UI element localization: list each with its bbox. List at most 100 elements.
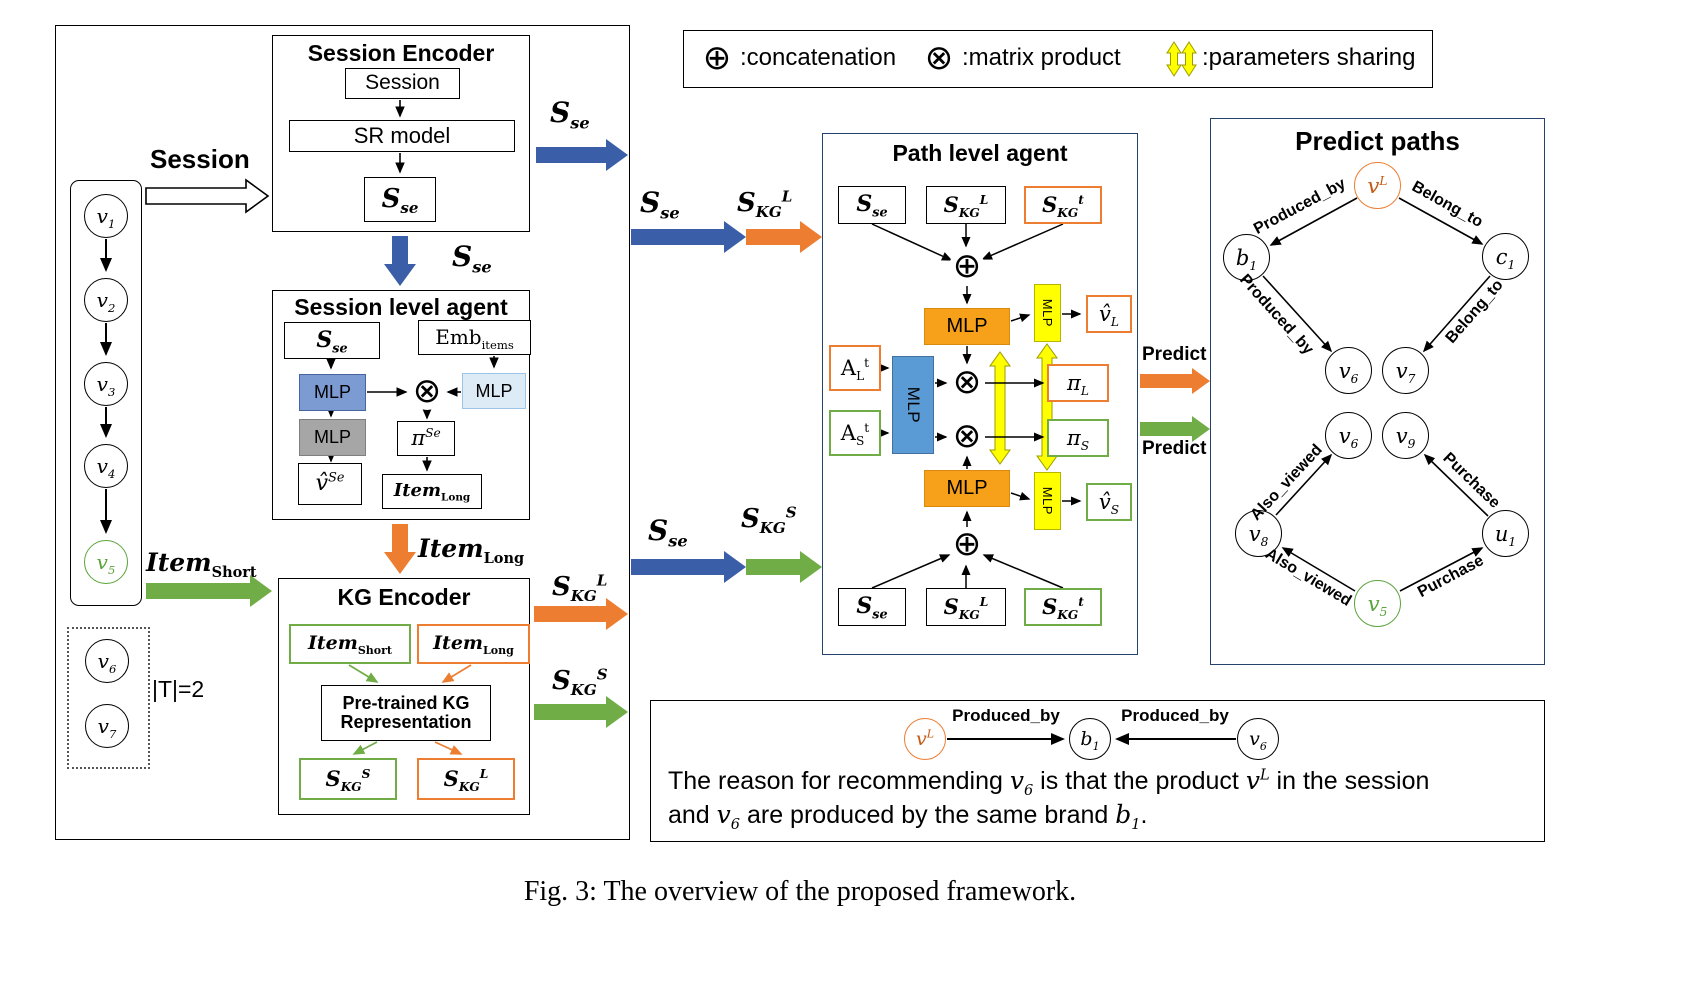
mlp-label: MLP	[946, 477, 988, 499]
mlp-label: MLP	[475, 380, 513, 401]
s-kg-t-label: SKGt	[1042, 593, 1084, 623]
edge-vl-b1	[1269, 197, 1358, 246]
pa-mlp-blue-vertical: MLP	[892, 356, 934, 454]
expl-b1-label: b1	[1080, 728, 1100, 753]
explanation-text-line2: and v6 are produced by the same brand b1…	[668, 800, 1148, 833]
pa-mlp-yellow-top: MLP	[1034, 284, 1061, 342]
item-long-down-arrow	[384, 524, 416, 574]
s-se-label: Sse	[856, 191, 888, 221]
flow-skgs-label-1: SKGS	[741, 503, 797, 538]
sa-matmul-op: ⊗	[409, 374, 445, 410]
pa-mlp-orange-bottom: MLP	[924, 470, 1010, 507]
v6-inline: v6	[1009, 766, 1034, 799]
pa-sse-bot-to-concat	[871, 554, 951, 589]
mlp-label: MLP	[313, 382, 351, 403]
pa-skgt-bot-to-concat	[982, 554, 1064, 589]
s-se-label: Sse	[856, 593, 888, 623]
s-kg-l-label: SKGL	[943, 593, 989, 623]
kg-skgl-box: SKGL	[417, 758, 515, 800]
edge-v5-u1	[1399, 547, 1484, 592]
kg-pretrained-to-skgl	[434, 741, 463, 755]
pa-mlp-orange-top: MLP	[924, 308, 1010, 345]
node-v7-label: v7	[97, 714, 117, 741]
pa-skgl-bottom-box: SKGL	[926, 588, 1006, 626]
predict-orange-arrow	[1140, 368, 1210, 394]
edge-b1-v6	[1262, 275, 1333, 353]
node-v3: v3	[84, 362, 128, 406]
pa-sse-bottom-box: Sse	[838, 588, 906, 626]
predict-green-arrow	[1140, 416, 1210, 442]
node-v2: v2	[84, 278, 128, 322]
node-v1-label: v1	[96, 204, 116, 231]
node-v4: v4	[84, 444, 128, 488]
item-short-flow-arrow	[146, 575, 272, 607]
emb-items-label: Embitems	[435, 325, 514, 352]
pi-s-label: πS	[1066, 425, 1090, 454]
params-sharing-arrow-1	[989, 351, 1011, 465]
pi-l-label: πL	[1067, 370, 1089, 399]
pi-se-label: πSe	[411, 426, 441, 451]
s-kg-l-label: SKGL	[943, 191, 989, 221]
session-agent-box	[272, 290, 530, 520]
pp-node-v5: v5	[1354, 580, 1401, 627]
sse-output-box: Sse	[364, 177, 436, 222]
edge-vl-c1	[1398, 197, 1484, 245]
node-v6-label: v6	[97, 649, 117, 676]
pretrained-line2: Representation	[340, 712, 472, 732]
kg-item-long-box: ItemLong	[417, 624, 530, 664]
s-se-label: Sse	[381, 183, 419, 218]
sa-item-long-box: ItemLong	[382, 474, 482, 509]
kg-pretrained-to-skgs	[352, 741, 378, 755]
explanation-text-line1: The reason for recommending v6 is that t…	[668, 766, 1430, 799]
node-v4-label: v4	[96, 454, 116, 481]
pa-mlp-to-yellow-bot	[1010, 491, 1031, 501]
pp-v7-label: v7	[1395, 358, 1416, 386]
pa-concat-op-top: ⊕	[949, 249, 985, 285]
node-v6-truncated: v6	[85, 639, 129, 683]
session-flow-arrow	[145, 178, 270, 214]
flow-skgs-label-2: SKGS	[552, 665, 608, 700]
pp-node-v6-upper: v6	[1325, 347, 1372, 394]
item-short-label: ItemShort	[307, 632, 393, 657]
skgl-upper-flow-arrow	[746, 221, 822, 253]
a-s-label: ASt	[840, 420, 870, 449]
legend-matmul-icon: ⊗	[924, 38, 954, 78]
pa-sse-top-box: Sse	[838, 186, 906, 224]
legend-matmul-label: :matrix product	[962, 44, 1121, 71]
pa-skgt-top-box: SKGt	[1024, 186, 1102, 224]
predict-paths-title: Predict paths	[1295, 126, 1460, 156]
kg-item-short-box: ItemShort	[289, 624, 411, 664]
skgs-lower-flow-arrow	[746, 551, 822, 583]
pp-node-vl: vL	[1354, 162, 1401, 209]
explanation-box	[650, 700, 1545, 842]
pp-u1-label: u1	[1494, 521, 1517, 549]
path-agent-box	[822, 133, 1138, 655]
flow-sse-label-4: Sse	[648, 514, 688, 551]
flow-skgl-label-2: SKGL	[552, 571, 608, 606]
pp-v8-label: v8	[1248, 521, 1269, 549]
session-agent-title: Session level agent	[294, 294, 508, 320]
pa-mlp-to-yellow-top	[1010, 313, 1031, 323]
predict-label-bottom: Predict	[1142, 438, 1207, 459]
legend-concat-icon: ⊕	[702, 38, 732, 78]
pp-vl-label: vL	[1367, 173, 1388, 198]
pi-se-box: πSe	[397, 421, 455, 456]
pp-node-v9: v9	[1382, 412, 1429, 459]
session-input-box: Session	[345, 68, 460, 99]
t-cardinality-label: |T|=2	[152, 676, 205, 702]
s-kg-t-label: SKGt	[1042, 191, 1084, 221]
pi-s-box: πS	[1047, 419, 1109, 457]
flow-item-short-label: ItemShort	[146, 548, 257, 581]
pa-sse-to-concat	[871, 223, 953, 261]
pp-node-v8: v8	[1235, 510, 1282, 557]
node-v2-label: v2	[96, 288, 116, 315]
flow-sse-label-2: Sse	[452, 240, 492, 277]
pp-node-c1: c1	[1482, 233, 1529, 280]
node-v1: v1	[84, 194, 128, 238]
pa-skgl-top-box: SKGL	[926, 186, 1006, 224]
kg-encoder-title: KG Encoder	[337, 584, 471, 610]
sa-mlp-gray-box: MLP	[299, 419, 366, 456]
vhat-s-box: v̂S	[1086, 483, 1132, 521]
edge-c1-v7	[1422, 275, 1491, 353]
pp-node-u1: u1	[1482, 510, 1529, 557]
